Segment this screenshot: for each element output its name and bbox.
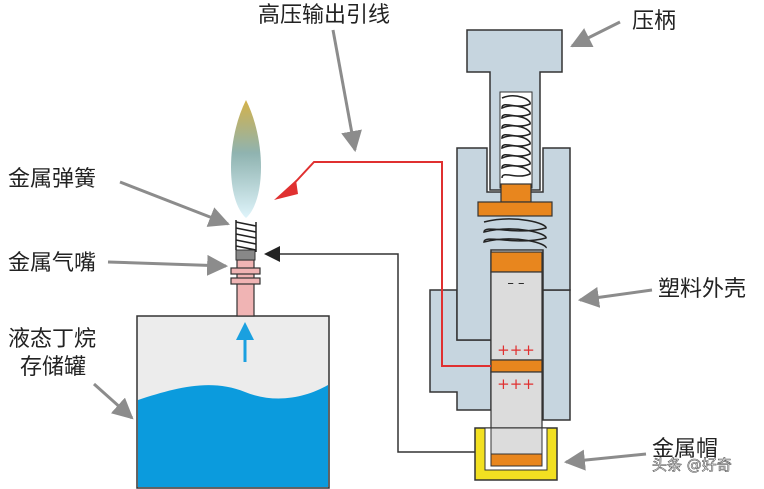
charge-negative-top: – – (507, 276, 524, 291)
callout-arrows (92, 20, 653, 471)
plastic-shell (429, 147, 571, 421)
metal-cap (474, 427, 558, 481)
copper-striker (477, 183, 553, 217)
flame-icon (231, 100, 261, 218)
label-metal-nozzle: 金属气嘴 (8, 251, 96, 276)
label-press-handle: 压柄 (632, 9, 676, 34)
label-tank-line1: 液态丁烷 (8, 327, 96, 352)
metal-nozzle (230, 249, 261, 317)
charge-positive-upper: +++ (497, 341, 535, 359)
upper-spring (501, 95, 531, 179)
butane-tank (136, 315, 330, 489)
label-metal-spring: 金属弹簧 (8, 167, 96, 192)
metal-spring-small (235, 220, 257, 252)
charge-positive-lower: +++ (497, 375, 535, 393)
watermark: 头条 @好奇 (652, 456, 732, 474)
up-arrow-icon (236, 322, 254, 362)
hv-lead-wire (274, 161, 491, 367)
label-hv-lead: 高压输出引线 (258, 3, 390, 28)
ground-wire (264, 246, 475, 453)
label-plastic-shell: 塑料外壳 (658, 277, 746, 302)
label-tank-line2: 存储罐 (20, 355, 86, 380)
lower-spring (483, 218, 547, 249)
liquid-butane (138, 385, 328, 487)
label-metal-cap: 金属帽 (652, 437, 718, 462)
press-handle (466, 29, 563, 191)
